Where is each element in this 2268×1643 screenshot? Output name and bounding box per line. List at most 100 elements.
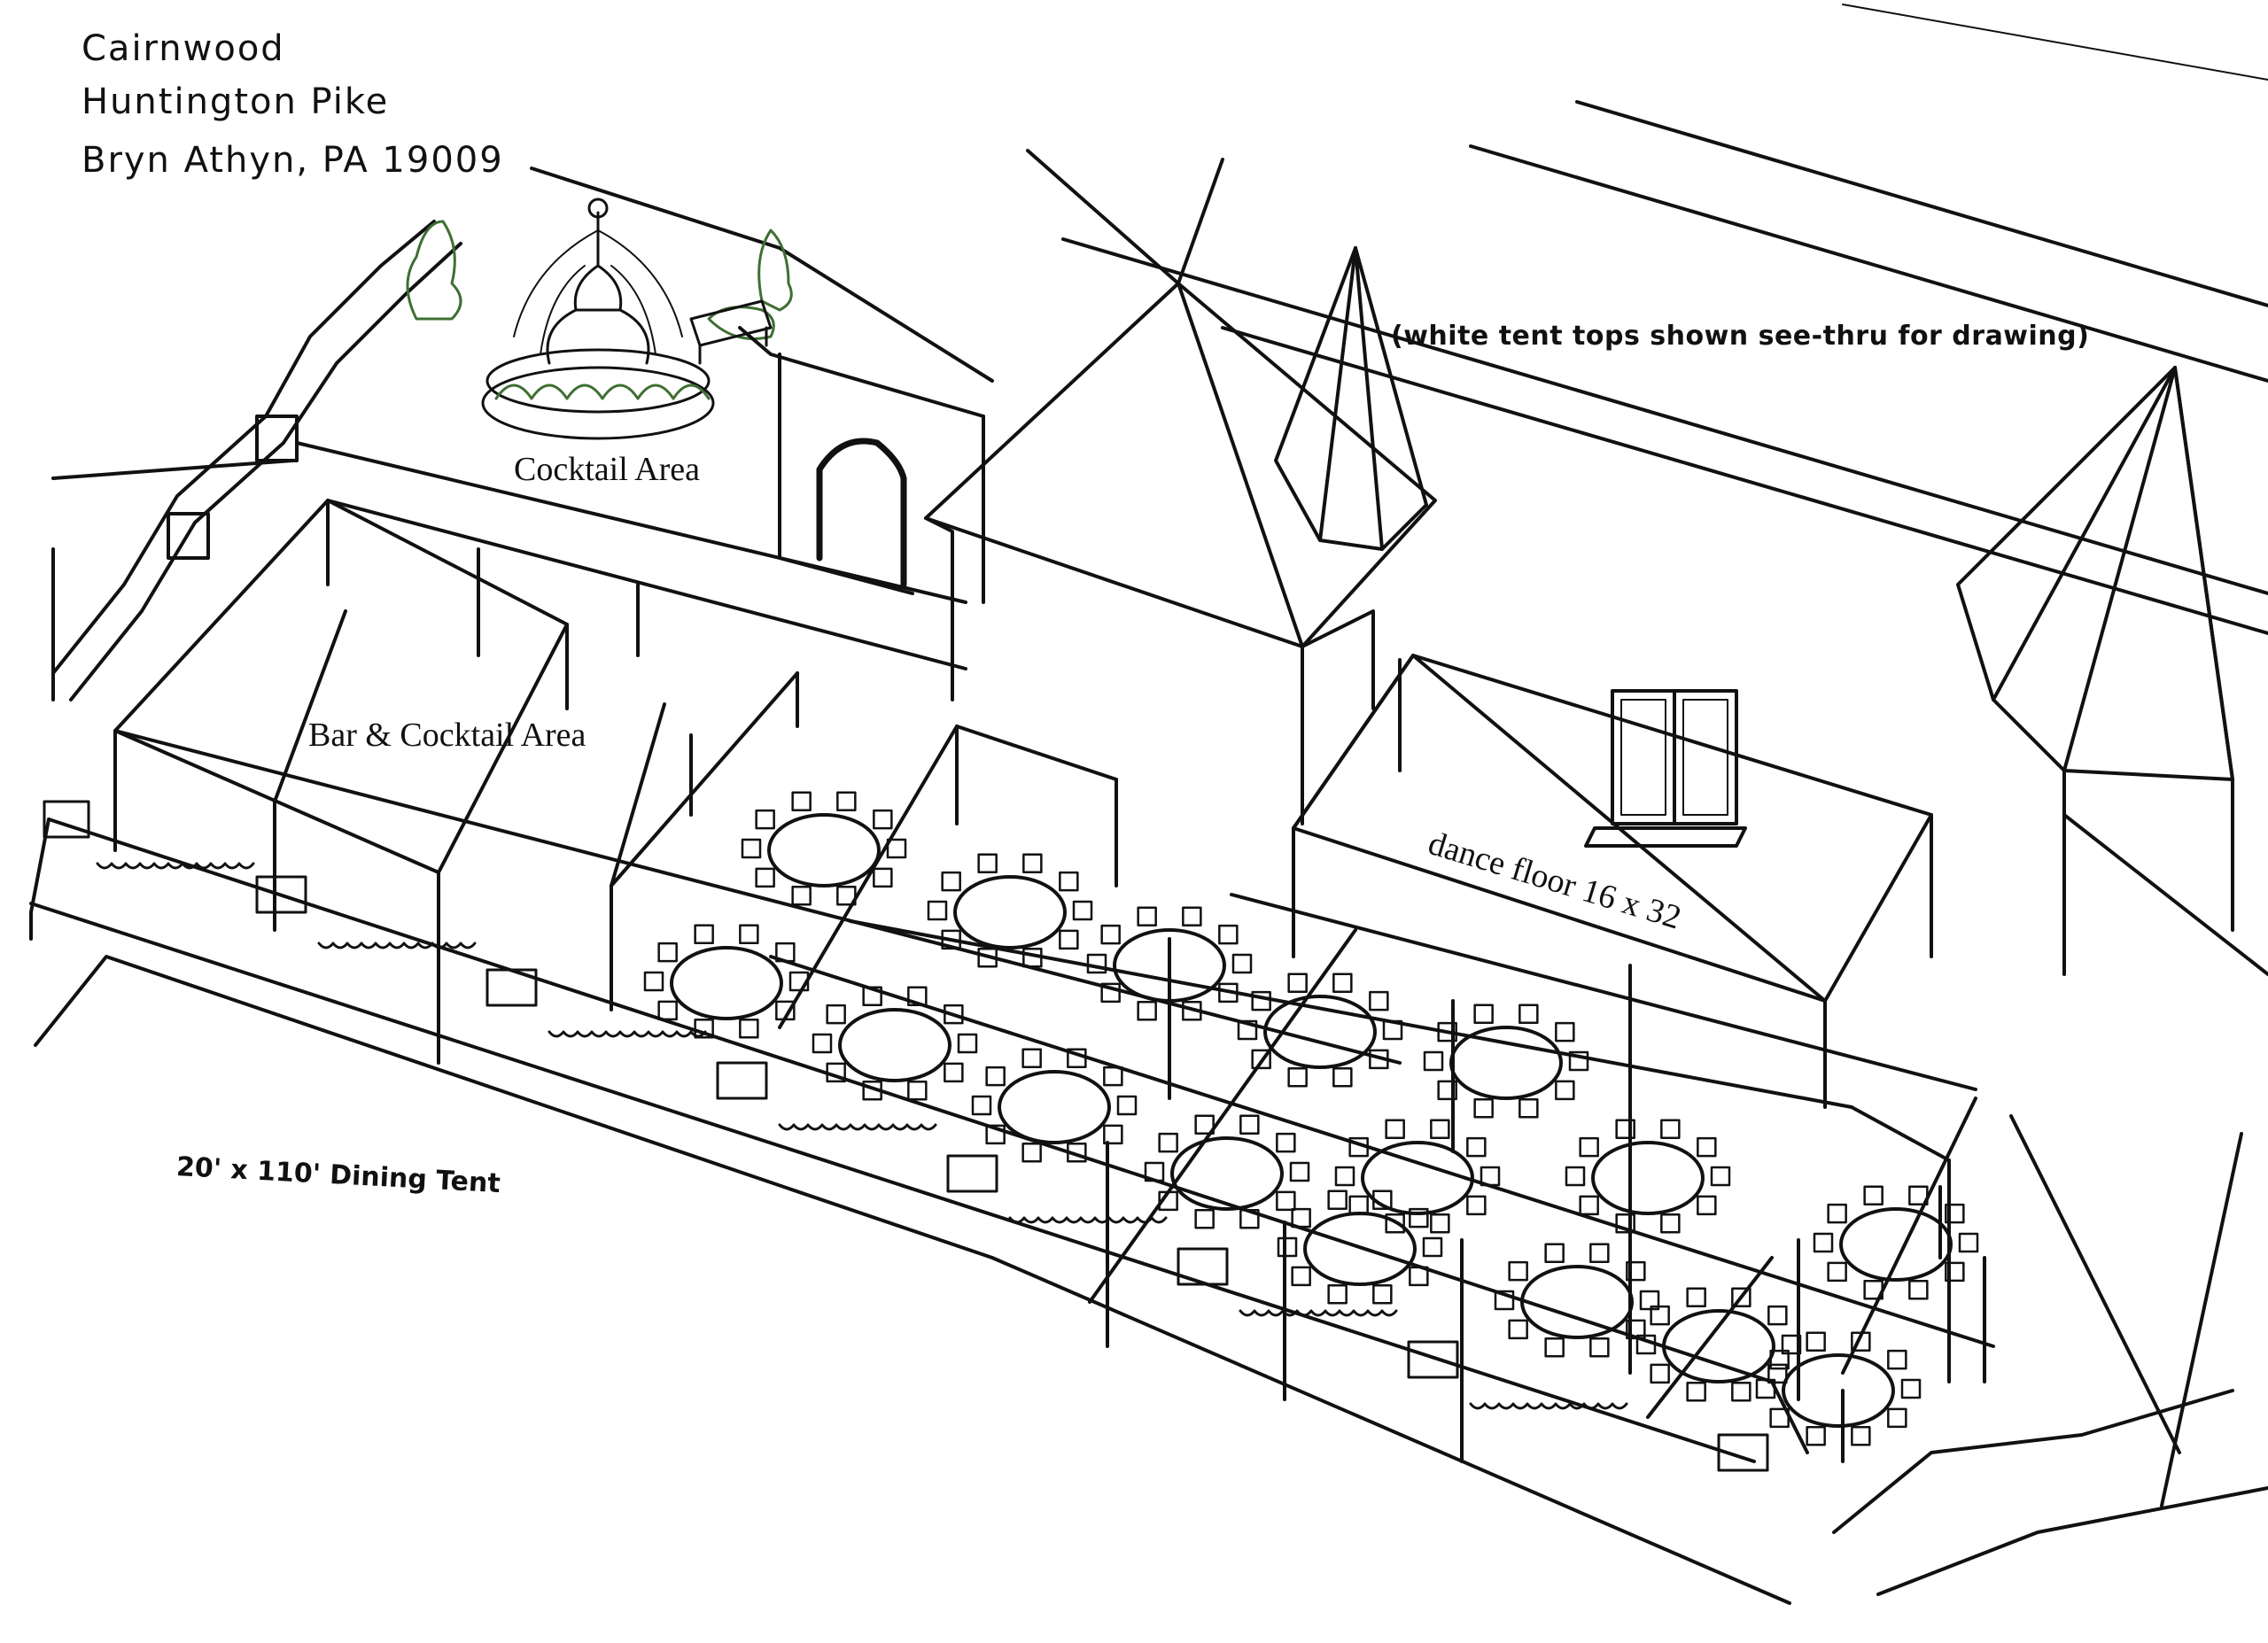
chair <box>1287 973 1308 993</box>
chair <box>1332 973 1353 993</box>
chair <box>1348 1136 1369 1158</box>
chair <box>1022 948 1043 968</box>
chair <box>886 838 907 859</box>
chair <box>1851 1426 1871 1446</box>
chair <box>1086 953 1107 974</box>
table-top <box>1662 1309 1775 1383</box>
chair <box>1158 1132 1178 1153</box>
house-back-wall <box>1061 237 2268 635</box>
chair <box>1863 1185 1884 1205</box>
chair <box>1466 1195 1487 1216</box>
chair <box>971 1095 992 1116</box>
chair <box>741 838 762 859</box>
chair <box>1334 1166 1355 1187</box>
chair <box>1626 1319 1646 1340</box>
chair <box>1827 1261 1847 1283</box>
chair <box>1565 1166 1586 1187</box>
chair <box>1887 1407 1907 1429</box>
round-table <box>927 853 1093 968</box>
round-table <box>1334 1119 1501 1234</box>
chair <box>791 791 812 811</box>
table-top <box>670 946 783 1020</box>
chair <box>907 1081 928 1101</box>
round-table <box>1237 973 1403 1088</box>
round-table <box>1494 1243 1660 1358</box>
chair <box>1277 1236 1298 1258</box>
chair <box>1806 1331 1826 1352</box>
chair <box>1369 1049 1389 1070</box>
chair <box>1237 1019 1258 1041</box>
chair <box>1194 1209 1215 1229</box>
chair <box>1182 906 1202 926</box>
chair <box>1900 1378 1922 1399</box>
chair <box>1555 1021 1575 1042</box>
house-center-block <box>738 326 985 604</box>
chair <box>788 971 810 992</box>
chair <box>1555 1080 1575 1101</box>
chair <box>1781 1334 1802 1355</box>
round-table <box>1086 906 1253 1021</box>
chair <box>1276 1190 1296 1212</box>
round-table <box>1813 1185 1979 1300</box>
chair <box>1494 1290 1515 1311</box>
chair <box>873 809 893 830</box>
chair <box>1589 1243 1610 1263</box>
address-line-3: Bryn Athyn, PA 19009 <box>82 140 504 181</box>
chair <box>1287 1067 1308 1088</box>
chair <box>1332 1067 1353 1088</box>
chair <box>1827 1203 1847 1224</box>
chair <box>1116 1095 1138 1116</box>
chair <box>1385 1213 1405 1234</box>
chair <box>775 1000 796 1021</box>
chair <box>1806 1426 1826 1446</box>
chair <box>1660 1213 1681 1234</box>
bench <box>689 299 773 365</box>
front-balustrade <box>29 800 1809 1472</box>
chair <box>1430 1213 1450 1234</box>
chair <box>1372 1284 1393 1305</box>
chair <box>739 924 759 944</box>
chair <box>873 867 893 888</box>
chair <box>1650 1363 1670 1384</box>
chair <box>1059 871 1079 892</box>
chair <box>1767 1363 1788 1384</box>
chair <box>1480 1166 1501 1187</box>
chair <box>1022 853 1043 873</box>
chair <box>755 867 775 888</box>
chair <box>927 900 948 921</box>
chair <box>1508 1260 1528 1282</box>
table-top <box>838 1008 951 1082</box>
chair <box>1276 1132 1296 1153</box>
shrubs <box>406 220 793 340</box>
chair <box>1473 1098 1494 1119</box>
chair <box>1945 1203 1965 1224</box>
chair <box>1218 982 1239 1004</box>
chair <box>1908 1185 1929 1205</box>
dining-tables <box>643 791 1979 1446</box>
chair <box>1437 1021 1457 1042</box>
chair <box>1518 1098 1539 1119</box>
address-line-1: Cairnwood <box>82 28 285 69</box>
house-pyramid-roof <box>924 149 1437 825</box>
chair <box>775 942 796 963</box>
chair <box>941 871 961 892</box>
chair <box>1369 990 1389 1011</box>
chair <box>1945 1261 1965 1283</box>
table-top <box>1170 1136 1284 1211</box>
chair <box>1409 1266 1429 1287</box>
chair <box>1021 1143 1042 1163</box>
chair <box>1100 982 1121 1004</box>
chair <box>694 1019 714 1039</box>
chair <box>657 942 678 963</box>
round-table <box>1144 1114 1310 1229</box>
chair <box>1067 1143 1087 1163</box>
table-top <box>1113 928 1226 1003</box>
chair <box>1813 1232 1834 1253</box>
chair <box>791 886 812 906</box>
chair <box>1650 1305 1670 1326</box>
chair <box>1021 1048 1042 1068</box>
table-top <box>1449 1026 1563 1100</box>
chair <box>1863 1280 1884 1300</box>
